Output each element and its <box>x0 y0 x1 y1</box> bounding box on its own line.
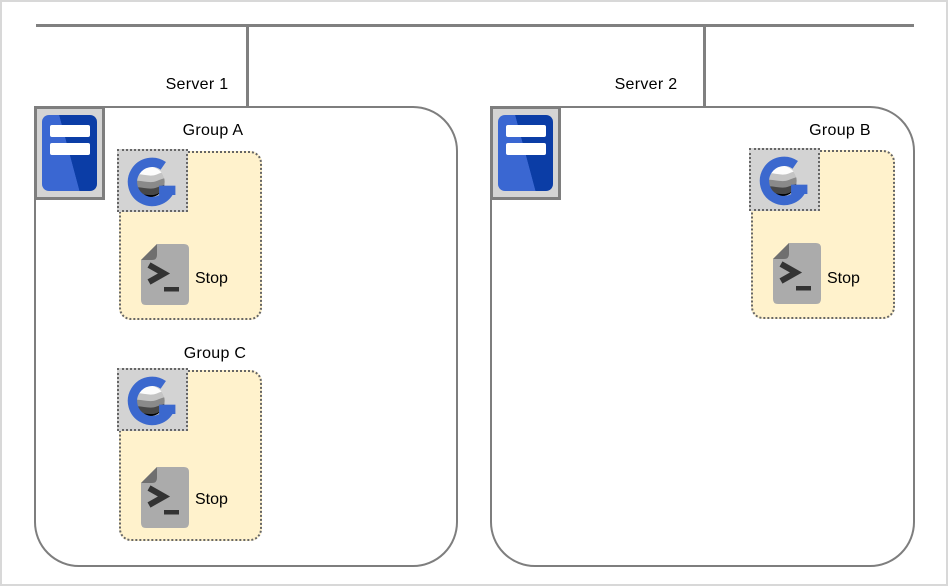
server-tower-body <box>498 115 553 191</box>
terminal-script-graphic <box>141 244 189 305</box>
network-bus-line <box>36 24 914 27</box>
server2-label: Server 2 <box>614 76 678 93</box>
server-slot-bar <box>50 125 90 137</box>
terminal-script-icon <box>141 467 189 528</box>
server1-label: Server 1 <box>165 76 229 93</box>
go-global-logo-graphic <box>127 157 175 206</box>
go-global-logo-icon <box>117 149 188 212</box>
go-global-logo-graphic <box>127 376 175 425</box>
server1-connector-line <box>246 26 249 106</box>
server-slot-bar <box>506 143 546 155</box>
go-global-logo-icon <box>117 368 188 431</box>
terminal-script-graphic <box>141 467 189 528</box>
server-tower-icon <box>490 106 561 200</box>
terminal-script-icon <box>773 243 821 304</box>
server-slot-bar <box>506 125 546 137</box>
server-tower-icon <box>34 106 105 200</box>
server-tower-body <box>42 115 97 191</box>
server2-connector-line <box>703 26 706 106</box>
stop-script-label: Stop <box>195 491 228 508</box>
server-slot-bar <box>50 143 90 155</box>
stop-script-label: Stop <box>827 270 860 287</box>
stop-script-label: Stop <box>195 270 228 287</box>
group-c-label: Group C <box>183 345 247 362</box>
terminal-script-icon <box>141 244 189 305</box>
group-a-label: Group A <box>182 122 244 139</box>
group-b-label: Group B <box>809 122 871 139</box>
go-global-logo-icon <box>749 148 820 211</box>
go-global-logo-graphic <box>759 156 807 205</box>
terminal-script-graphic <box>773 243 821 304</box>
